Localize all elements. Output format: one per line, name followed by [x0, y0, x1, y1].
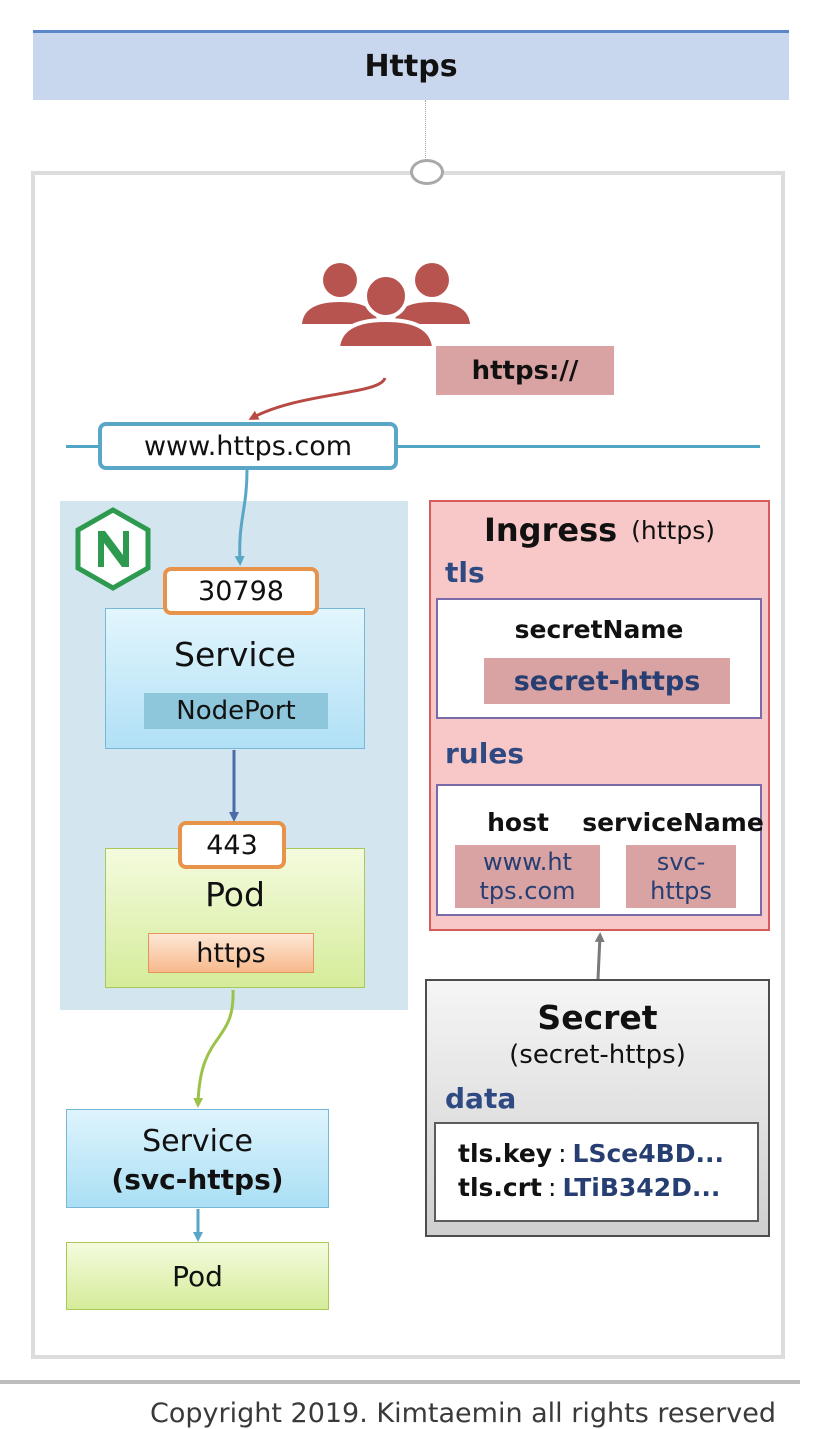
ingress-title-text: Ingress: [483, 511, 618, 549]
pod-title: Pod: [205, 874, 265, 914]
tls-label: tls: [445, 556, 485, 589]
secret-name-value: secret-https: [484, 658, 730, 704]
network-line: [66, 445, 760, 448]
secret-subtitle: (secret-https): [509, 1040, 686, 1070]
backend-service-title: Service: [142, 1123, 253, 1159]
secret-entry-value: LTiB342D...: [562, 1173, 721, 1202]
secret-entry-key: tls.crt: [458, 1173, 542, 1202]
pod-port-badge: 443: [178, 821, 286, 869]
service-name-key: serviceName: [582, 807, 764, 837]
protocol-label: https://: [436, 346, 614, 395]
ingress-title: Ingress (https): [429, 508, 770, 552]
frame-connector-knob: [410, 159, 444, 185]
service-name-value: svc- https: [626, 845, 736, 908]
title-connector-line: [425, 100, 426, 162]
node-port-badge: 30798: [163, 567, 319, 615]
secret-entry-tls-crt: tls.crt:LTiB342D...: [458, 1173, 720, 1207]
secret-entry-separator: :: [558, 1139, 567, 1168]
secret-entry-separator: :: [548, 1173, 557, 1202]
ingress-subtitle: (https): [631, 515, 716, 545]
secret-entry-value: LSce4BD...: [572, 1139, 724, 1168]
users-group-icon: [302, 263, 470, 348]
host-value: www.ht tps.com: [455, 845, 600, 908]
diagram-title: Https: [33, 30, 789, 100]
secret-entry-tls-key: tls.key:LSce4BD...: [458, 1139, 724, 1173]
container-badge: https: [148, 933, 314, 973]
backend-service-name: (svc-https): [111, 1162, 284, 1196]
backend-pod-box: Pod: [66, 1242, 329, 1310]
host-address: www.https.com: [98, 422, 398, 470]
service-title: Service: [174, 634, 296, 674]
secret-data-panel: [434, 1122, 759, 1222]
backend-service-box: [66, 1109, 329, 1208]
secret-name-key: secretName: [514, 614, 684, 644]
host-key: host: [487, 807, 549, 837]
data-label: data: [445, 1082, 517, 1115]
nodeport-badge: NodePort: [144, 693, 328, 729]
secret-title: Secret: [537, 997, 658, 1037]
nginx-logo-icon: [75, 507, 151, 591]
rules-label: rules: [445, 737, 524, 770]
footer-divider: [0, 1380, 800, 1384]
secret-entry-key: tls.key: [458, 1139, 553, 1168]
copyright-text: Copyright 2019. Kimtaemin all rights res…: [150, 1398, 776, 1429]
